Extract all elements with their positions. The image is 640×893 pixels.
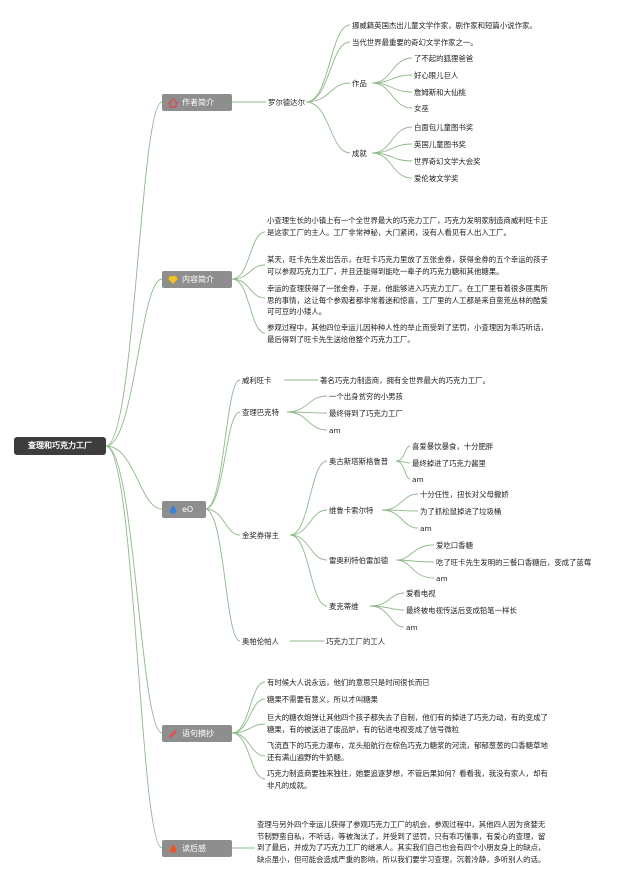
winner-veruca: 维鲁卡索尔特 <box>329 506 374 515</box>
winner-detail: 为了抓松鼠掉进了垃圾桶 <box>420 507 502 516</box>
work-item: 好心眼儿巨人 <box>414 71 459 80</box>
section-characters[interactable]: eO <box>162 501 206 518</box>
flame-icon <box>168 843 178 854</box>
flame-icon <box>168 504 178 515</box>
achievement-item: 白面包儿童图书奖 <box>414 123 474 132</box>
achievement-item: 世界奇幻文学大会奖 <box>414 157 481 166</box>
content-paragraph: 参观过程中，其他四位幸运儿因种种人性的举止而受到了惩罚，小查理因为乖巧听话，最后… <box>267 323 548 344</box>
section-content-label: 内容简介 <box>182 275 214 284</box>
winner-augustus: 奥古斯塔斯格鲁普 <box>329 457 389 466</box>
section-review-label: 读后感 <box>182 844 206 853</box>
character-oompa: 奥帕伦帕人 <box>242 637 279 646</box>
section-content[interactable]: 内容简介 <box>162 271 232 288</box>
winner-mike: 麦克蒂维 <box>329 602 359 611</box>
achievements-label: 成就 <box>352 149 367 158</box>
pen-icon <box>168 729 178 739</box>
achievement-item: 英国儿童图书奖 <box>414 140 466 149</box>
winner-detail: 喜爱暴饮暴食，十分肥胖 <box>412 442 494 451</box>
character-oompa-desc: 巧克力工厂的工人 <box>326 637 386 646</box>
author-name: 罗尔德达尔 <box>268 98 305 107</box>
winner-detail: 最终被电视传送后变成铅笔一样长 <box>406 606 517 615</box>
root-topic: 查理和巧克力工厂 <box>14 437 106 455</box>
content-paragraph: 幸运的查理获得了一张金券，于是，他能够进入巧克力工厂。在工厂里有着很多匪夷所思的… <box>267 284 548 316</box>
winner-detail: 爱吃口香糖 <box>436 541 473 550</box>
work-item: 了不起的狐狸爸爸 <box>414 54 474 63</box>
quote-item: 巨大的糖衣炮弹让其他四个孩子都失去了自制，他们有的掉进了巧克力动，有的变成了糖果… <box>267 713 548 734</box>
house-icon <box>167 97 179 108</box>
winner-detail: 十分任性，扭长对父母撒娇 <box>420 490 509 499</box>
quote-item: 有时候大人说永远，他们的意思只是时间很长而已 <box>267 678 430 687</box>
character-detail: am <box>329 426 341 435</box>
section-quotes-label: 语句摘抄 <box>182 729 214 738</box>
winner-detail: 吃了旺卡先生发明的三餐口香糖后，变成了蓝莓 <box>436 558 592 567</box>
achievement-item: 爱伦坡文学奖 <box>414 174 459 183</box>
author-intro-1: 挪威籍英国杰出儿童文学作家，剧作家和短篇小说作家。 <box>352 21 537 30</box>
section-review[interactable]: 读后感 <box>162 840 232 857</box>
content-paragraph: 小查理生长的小镇上有一个全世界最大的巧克力工厂，巧克力发明家制造商威利旺卡正是这… <box>267 216 548 237</box>
work-item: 詹姆斯和大仙桃 <box>414 88 466 97</box>
section-quotes[interactable]: 语句摘抄 <box>162 725 232 742</box>
section-author-label: 作者简介 <box>182 98 214 107</box>
section-author[interactable]: 作者简介 <box>162 94 232 111</box>
quote-item: 糖果不需要有意义，所以才叫糖果 <box>267 695 378 704</box>
winner-detail: am <box>420 524 432 533</box>
author-intro-2: 当代世界最重要的奇幻文学作家之一。 <box>352 38 478 47</box>
winner-detail: 爱看电视 <box>406 589 436 598</box>
quote-item: 飞流直下的巧克力瀑布，龙头船航行在棕色巧克力糖浆的河流，郁郁葱葱的口香糖草地还有… <box>267 741 548 762</box>
winner-detail: am <box>412 475 424 484</box>
works-label: 作品 <box>352 79 367 88</box>
character-wonka: 威利旺卡 <box>242 376 272 385</box>
winner-detail: am <box>436 574 448 583</box>
diamond-icon <box>167 275 179 285</box>
quote-item: 巧克力制造商要独来独往，她要追逐梦想，不管后果如何？看看我，我没有家人，却有非凡… <box>267 769 548 790</box>
winner-violet: 雷奥利特伯雷加德 <box>329 556 389 565</box>
golden-ticket-winners: 金奖券得主 <box>242 531 279 540</box>
review-text: 查理与另外四个幸运儿获得了参观巧克力工厂的机会，参观过程中，其他四人因为贪婪无节… <box>257 820 546 864</box>
winner-detail: 最终掉进了巧克力酱里 <box>412 459 486 468</box>
winner-detail: am <box>406 623 418 632</box>
section-characters-label: eO <box>182 505 194 514</box>
character-charlie: 查理巴克特 <box>242 408 279 417</box>
work-item: 女巫 <box>414 104 429 113</box>
character-detail: 一个出身贫穷的小男孩 <box>329 392 403 401</box>
character-wonka-desc: 著名巧克力制造商，拥有全世界最大的巧克力工厂。 <box>320 376 490 385</box>
character-detail: 最终得到了巧克力工厂 <box>329 409 403 418</box>
content-paragraph: 某天，旺卡先生发出告示，在旺卡巧克力里放了五张金券，获得金券的五个幸运的孩子可以… <box>267 255 548 276</box>
